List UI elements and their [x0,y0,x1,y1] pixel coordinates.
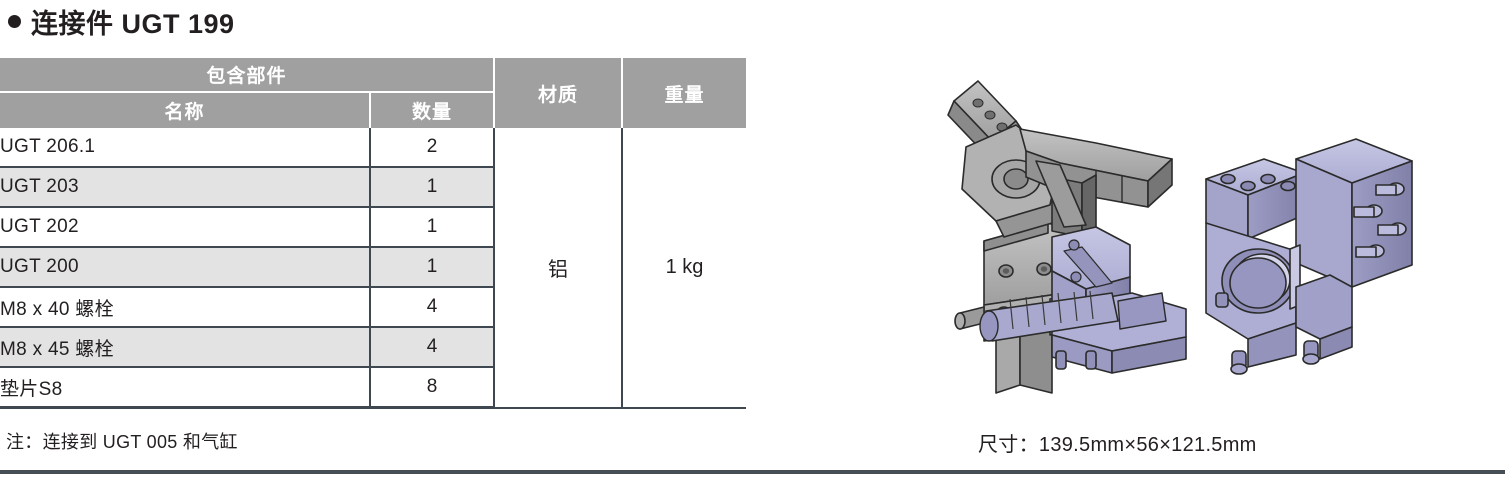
parts-table: 包含部件 材质 重量 名称 数量 UGT 206.1 2 铝 1 kg UGT … [0,58,747,409]
mounting-bracket-render [1205,138,1413,375]
cell-part-qty: 4 [370,327,496,368]
page-title-text: 连接件 UGT 199 [31,9,235,39]
cell-part-qty: 1 [370,207,496,248]
dimension-caption: 尺寸：139.5mm×56×121.5mm [978,434,1257,456]
product-illustration [900,55,1420,415]
page-title: 连接件 UGT 199 [8,2,235,41]
cell-part-qty: 8 [370,367,496,409]
table-row: UGT 200 1 [0,247,746,288]
cell-weight: 1 kg [622,128,747,409]
cell-part-name: M8 x 40 螺栓 [0,287,371,328]
gripper-assembly-render [947,80,1187,394]
bottom-divider [0,470,1505,474]
cell-part-name: UGT 200 [0,247,371,288]
cell-part-qty: 4 [370,287,496,328]
cell-part-name: UGT 206.1 [0,128,371,168]
table-row: UGT 206.1 2 铝 1 kg [0,128,747,409]
table-row: 垫片S8 8 [0,367,746,409]
bullet-dot-icon [8,15,21,28]
table-header-name: 名称 [0,92,371,128]
table-row: UGT 202 1 [0,207,746,248]
table-body: UGT 206.1 2 铝 1 kg UGT 203 1 UGT 202 1 U… [0,128,747,409]
table-header: 包含部件 材质 重量 名称 数量 [0,58,747,128]
cell-part-name: UGT 202 [0,207,371,248]
cell-part-qty: 2 [370,128,496,168]
table-header-quantity: 数量 [370,92,496,128]
table-row: M8 x 45 螺栓 4 [0,327,746,368]
cell-material: 铝 [494,128,624,409]
cell-part-qty: 1 [370,167,496,208]
table-header-included-parts: 包含部件 [0,58,496,93]
table-header-weight: 重量 [622,58,747,128]
table-row: UGT 203 1 [0,167,746,208]
cell-part-name: UGT 203 [0,167,371,208]
cell-part-qty: 1 [370,247,496,288]
cell-part-name: M8 x 45 螺栓 [0,327,371,368]
footnote: 注：连接到 UGT 005 和气缸 [6,432,238,452]
table-header-material: 材质 [494,58,624,128]
table-row: M8 x 40 螺栓 4 [0,287,746,328]
cell-part-name: 垫片S8 [0,367,371,409]
